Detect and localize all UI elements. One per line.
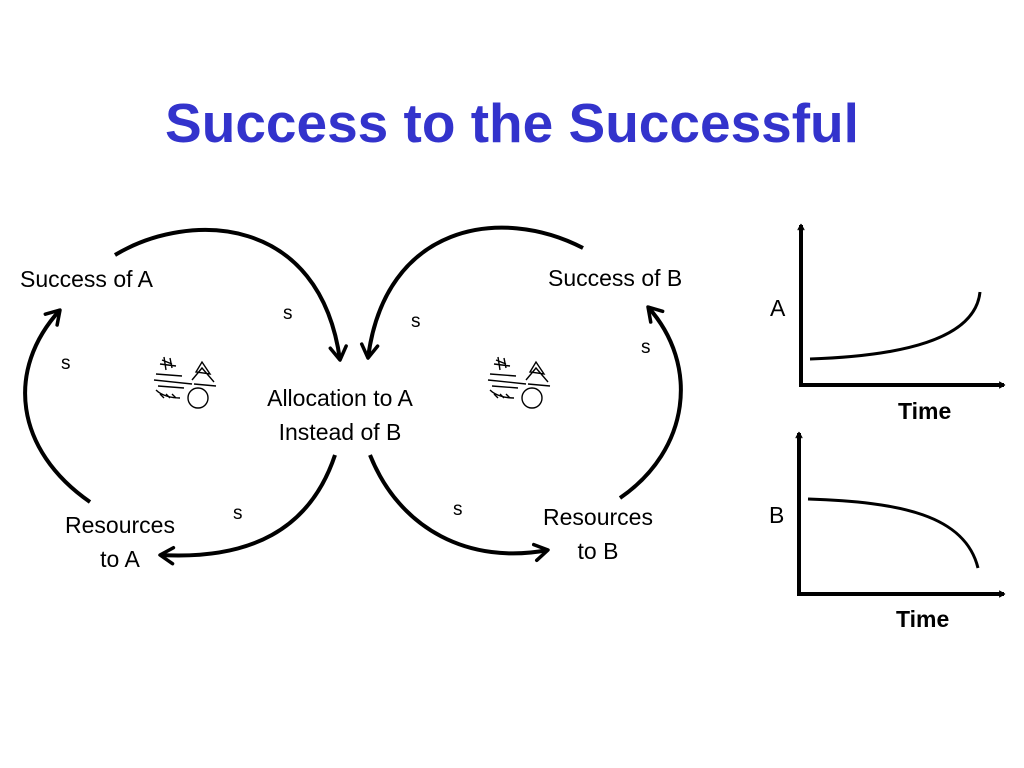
node-success-of-b: Success of B xyxy=(548,265,683,291)
node-resources-b-line1: Resources xyxy=(543,504,653,530)
node-resources-a: Resources to A xyxy=(40,508,200,576)
graph-a-curve xyxy=(809,291,982,361)
graph-a-ylabel: A xyxy=(770,295,786,321)
polarity-allocation-resources-b: s xyxy=(453,499,463,520)
graph-b xyxy=(797,433,1004,595)
snowball-rolling-icon xyxy=(153,356,217,409)
arrow-allocation-to-resources-a xyxy=(158,454,337,566)
node-resources-b: Resources to B xyxy=(518,500,678,568)
graph-b-xlabel: Time xyxy=(896,606,950,632)
node-success-of-a: Success of A xyxy=(20,266,153,292)
arrow-resources-b-to-success-b xyxy=(618,305,683,500)
polarity-allocation-resources-a: s xyxy=(233,503,243,524)
polarity-success-a-allocation: s xyxy=(283,303,293,324)
polarity-success-b-allocation: s xyxy=(411,311,421,332)
arrow-allocation-to-resources-b xyxy=(368,454,550,563)
node-allocation: Allocation to A Instead of B xyxy=(240,381,440,449)
arrow-success-b-to-allocation xyxy=(359,225,584,360)
graph-a xyxy=(799,225,1004,386)
graph-a-xlabel: Time xyxy=(898,398,952,424)
polarity-resources-a-success-a: s xyxy=(61,353,71,374)
arrow-success-a-to-allocation xyxy=(113,227,348,362)
node-allocation-line2: Instead of B xyxy=(278,419,402,445)
node-allocation-line1: Allocation to A xyxy=(267,385,413,411)
page-title: Success to the Successful xyxy=(165,92,859,154)
node-resources-b-line2: to B xyxy=(577,538,619,564)
snowball-rolling-icon xyxy=(487,356,551,409)
graph-b-ylabel: B xyxy=(769,502,785,528)
node-resources-a-line1: Resources xyxy=(65,512,175,538)
polarity-resources-b-success-b: s xyxy=(641,337,651,358)
node-resources-a-line2: to A xyxy=(100,546,140,572)
arrow-resources-a-to-success-a xyxy=(23,308,92,504)
graph-b-curve xyxy=(807,497,980,569)
